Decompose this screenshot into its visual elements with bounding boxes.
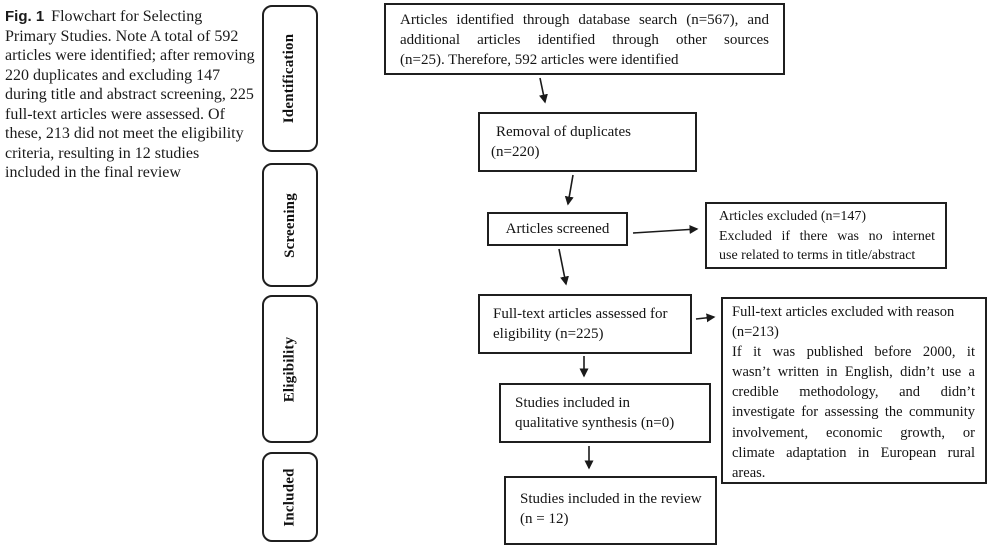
text-line: Full-text articles assessed for [493,306,668,322]
text-line: areas. [732,464,766,481]
text-line: If it was published before 2000, it [732,344,975,361]
text-line: credible methodology, and didn’t [732,384,975,401]
text-line: (n = 12) [520,511,569,527]
text-line: Full-text articles excluded with reason [732,304,955,320]
text-line: (n=220) [491,144,540,160]
arrow-duplicates-to-screened-icon [564,174,574,206]
box-articles-screened: Articles screened [487,212,628,246]
text-line: Studies included in [515,395,630,411]
text-line: wasn’t written in English, didn’t use a [732,364,975,381]
box-qualitative-synthesis: Studies included in qualitative synthesis… [499,383,711,443]
text-line: Studies included in the review [520,491,702,507]
text-line: investigate for assessing the community [732,404,975,421]
stage-included-label: Included [281,467,298,527]
stage-eligibility-label: Eligibility [281,336,298,402]
box-fulltext-assessed: Full-text articles assessed for eligibili… [478,294,692,354]
arrow-screened-to-fulltext-icon [558,248,569,286]
stage-identification: Identification [262,5,318,152]
box-included-in-review: Studies included in the review (n = 12) [504,476,717,545]
box-articles-excluded: Articles excluded (n=147) Excluded if the… [705,202,947,269]
box-fulltext-excluded: Full-text articles excluded with reason (… [721,297,987,484]
box-articles-identified: Articles identified through database sea… [384,3,785,75]
stage-included: Included [262,452,318,542]
stage-eligibility: Eligibility [262,295,318,443]
text-line: additional articles identified through o… [400,32,769,48]
text-line: (n=25). Therefore, 592 articles were ide… [400,52,679,68]
box-articles-screened-label: Articles screened [505,221,610,237]
figure-caption-text: Flowchart for Selecting Primary Studies.… [5,8,255,181]
text-line: qualitative synthesis (n=0) [515,415,675,431]
stage-screening: Screening [262,163,318,287]
text-line: Removal of duplicates [496,124,631,140]
text-line: Articles excluded (n=147) [719,209,867,224]
text-line: involvement, economic growth, or [732,424,975,441]
stage-identification-label: Identification [281,33,298,124]
figure-label: Fig. 1 [5,8,45,25]
text-line: (n=213) [732,324,779,341]
stage-screening-label: Screening [281,192,298,258]
arrow-fulltext-to-excluded-icon [695,313,716,323]
arrow-identified-to-duplicates-icon [539,77,548,104]
arrow-screened-to-excluded-icon [632,224,699,234]
box-removal-of-duplicates: Removal of duplicates (n=220) [478,112,697,172]
text-line: eligibility (n=225) [493,326,604,342]
text-line: climate adaptation in European rural [732,444,975,461]
text-line: Excluded if there was no internet [719,228,935,244]
text-line: Articles identified through database sea… [400,12,769,28]
text-line: use related to terms in title/abstract [719,248,916,263]
